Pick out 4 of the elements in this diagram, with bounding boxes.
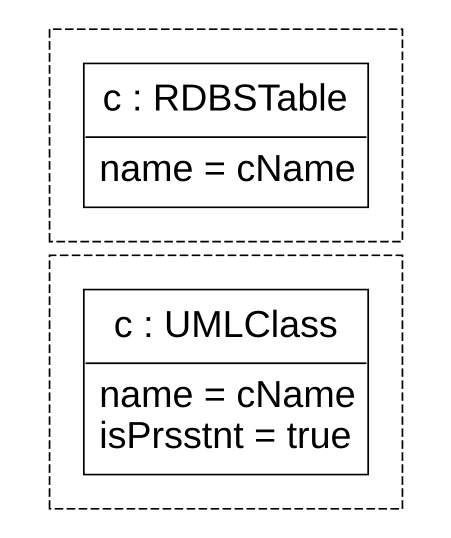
node-box: c : RDBSTable name = cName [82,62,369,208]
node-box: c : UMLClass name = cName isPrsstnt = true [82,288,369,476]
cluster [48,254,403,510]
cluster [48,28,403,242]
